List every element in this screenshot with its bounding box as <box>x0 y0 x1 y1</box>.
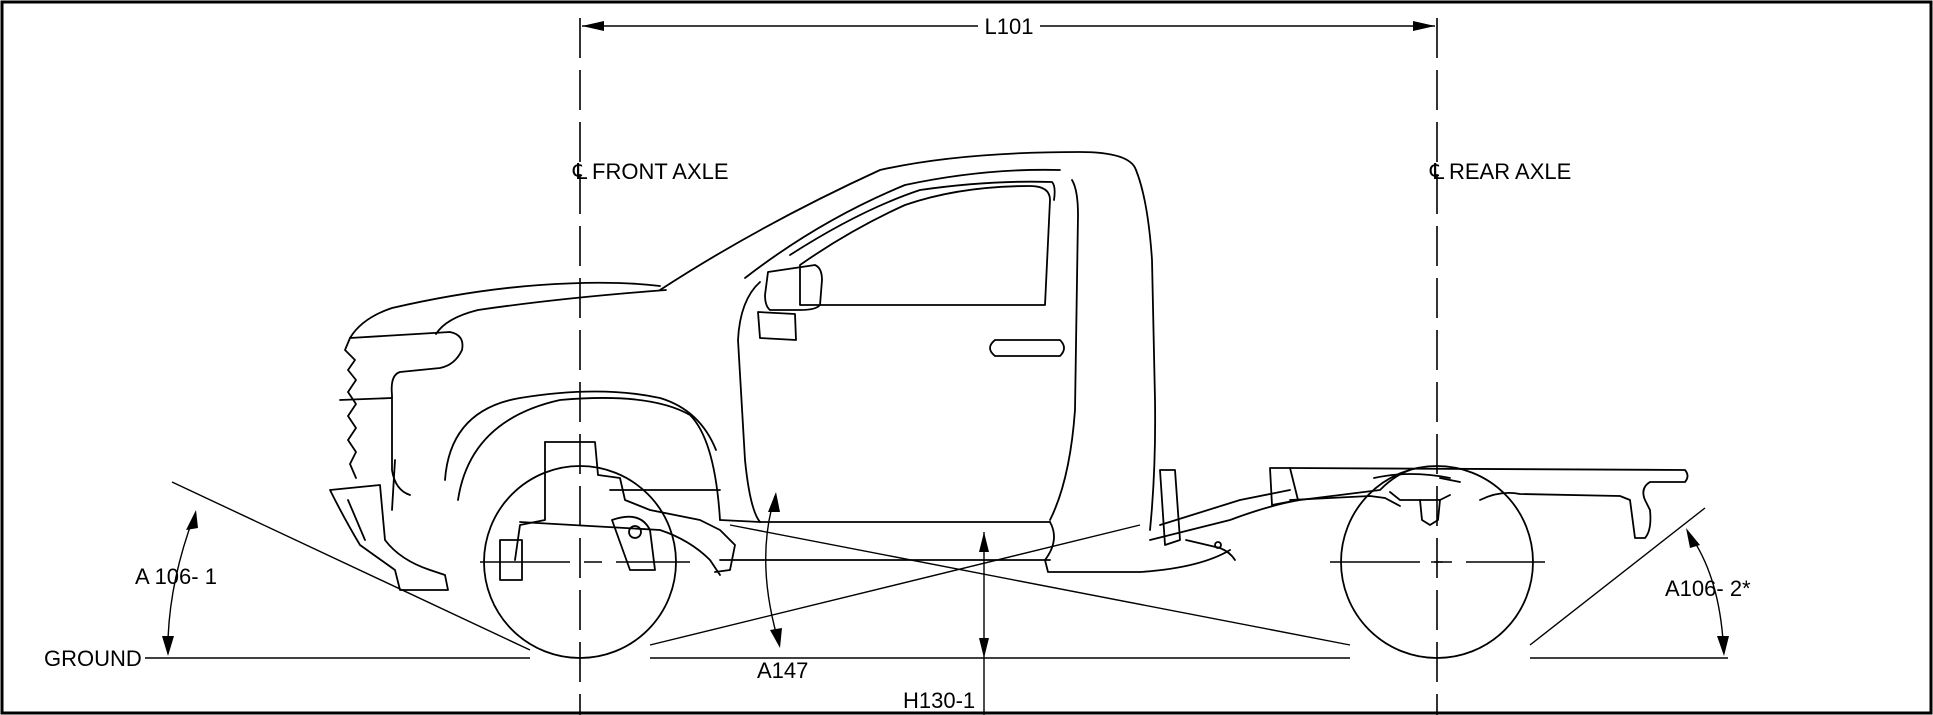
departure-angle-dimension <box>1529 507 1729 656</box>
truck-outline <box>329 151 1689 591</box>
rear-axle-centerline-symbol: ℄ <box>1429 159 1445 184</box>
approach-angle-label: A 106- 1 <box>135 564 217 589</box>
front-axle-centerline-symbol: ℄ <box>572 159 588 184</box>
approach-angle-dimension <box>162 481 531 656</box>
rear-axle-label: REAR AXLE <box>1449 159 1571 184</box>
rear-wheel <box>1330 465 1545 659</box>
front-axle-label: FRONT AXLE <box>592 159 729 184</box>
front-wheel <box>480 465 690 659</box>
wheelbase-label: L101 <box>985 14 1034 39</box>
ground-clearance-label: H130-1 <box>903 688 975 713</box>
breakover-angle-dimension <box>649 492 1351 648</box>
departure-angle-label: A106- 2* <box>1665 576 1751 601</box>
wheelbase-dimension <box>582 21 1435 31</box>
ground-label: GROUND <box>44 646 142 671</box>
ground-clearance-dimension <box>979 532 989 715</box>
breakover-angle-label: A147 <box>757 658 808 683</box>
